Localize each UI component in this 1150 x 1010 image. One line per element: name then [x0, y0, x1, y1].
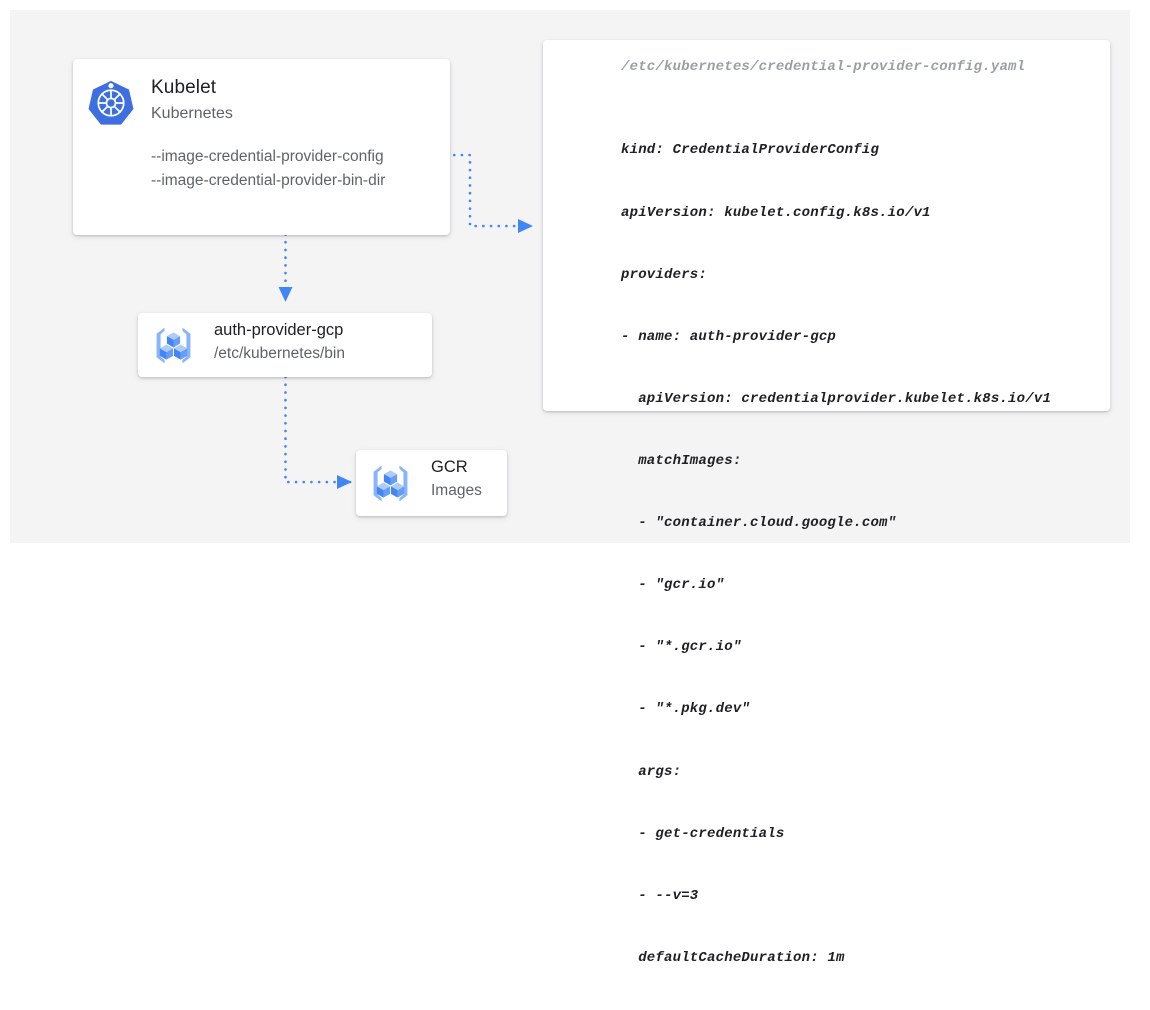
cube-bottom-left	[376, 482, 391, 498]
code-block: kind: CredentialProviderConfig apiVersio…	[621, 99, 1051, 1010]
kubelet-card[interactable]: Kubelet Kubernetes --image-credential-pr…	[73, 59, 450, 235]
kubernetes-helm-wheel-icon	[88, 80, 134, 125]
code-line: - "*.pkg.dev"	[621, 701, 751, 718]
kubelet-card-title: Kubelet	[151, 77, 217, 98]
code-line: defaultCacheDuration: 1m	[621, 949, 845, 966]
gcr-card[interactable]: GCR Images	[356, 450, 507, 516]
cube-bottom-right	[173, 344, 188, 360]
code-line: - get-credentials	[621, 825, 785, 842]
auth-provider-gcp-card[interactable]: auth-provider-gcp /etc/kubernetes/bin	[138, 313, 432, 377]
auth-provider-card-subtitle: /etc/kubernetes/bin	[214, 345, 345, 362]
gcr-card-title: GCR	[431, 458, 468, 476]
kubelet-flag-config: --image-credential-provider-config	[151, 148, 384, 165]
auth-provider-card-title: auth-provider-gcp	[214, 321, 344, 339]
code-line: - "container.cloud.google.com"	[621, 515, 897, 532]
code-line: apiVersion: kubelet.config.k8s.io/v1	[621, 204, 931, 221]
code-line: - --v=3	[621, 887, 699, 904]
code-line: - name: auth-provider-gcp	[621, 328, 837, 345]
code-line: providers:	[621, 266, 708, 283]
diagram-canvas: Kubelet Kubernetes --image-credential-pr…	[10, 10, 1130, 966]
code-line: args:	[621, 763, 682, 780]
cube-top	[166, 332, 181, 348]
kubelet-flag-bin-dir: --image-credential-provider-bin-dir	[151, 172, 386, 189]
gcp-container-registry-icon	[156, 327, 191, 364]
code-line: - "gcr.io"	[621, 577, 725, 594]
cube-bottom-right	[390, 482, 405, 498]
code-line: kind: CredentialProviderConfig	[621, 142, 880, 159]
code-line: - "*.gcr.io"	[621, 639, 742, 656]
cube-bottom-left	[159, 344, 174, 360]
kubelet-card-subtitle: Kubernetes	[151, 105, 233, 122]
cube-top	[383, 470, 398, 486]
code-file-path: /etc/kubernetes/credential-provider-conf…	[621, 59, 1026, 75]
code-line: matchImages:	[621, 452, 742, 469]
kubelet-card-flags: --image-credential-provider-config --ima…	[151, 145, 385, 193]
gcp-container-registry-icon	[373, 465, 408, 502]
credential-provider-config-code-card[interactable]: /etc/kubernetes/credential-provider-conf…	[543, 40, 1110, 966]
code-line: apiVersion: credentialprovider.kubelet.k…	[621, 390, 1052, 407]
gcr-card-subtitle: Images	[431, 482, 482, 499]
